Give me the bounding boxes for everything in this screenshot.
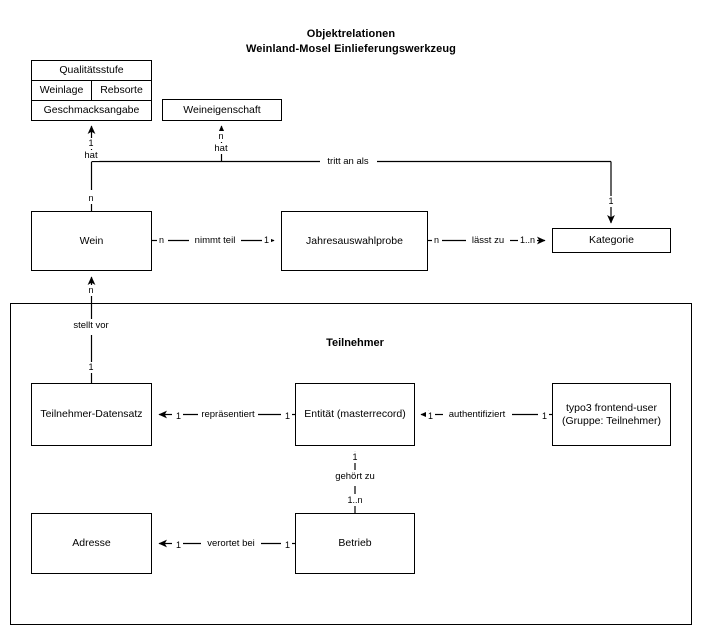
entity-jahresauswahlprobe[interactable]: Jahresauswahlprobe (281, 211, 428, 271)
entity-adresse[interactable]: Adresse (31, 513, 152, 574)
cardinality-authentifiziert-from: 1 (540, 411, 550, 422)
cardinality-repraesentiert-from: 1 (283, 411, 293, 422)
entity-betrieb[interactable]: Betrieb (295, 513, 415, 574)
entity-label: Wein (79, 234, 104, 247)
entity-label: Kategorie (589, 234, 634, 246)
title-line-1: Objektrelationen (306, 28, 396, 40)
cardinality-repraesentiert-to: 1 (174, 411, 184, 422)
entity-label: Rebsorte (100, 84, 143, 96)
relation-label-repraesentiert: repräsentiert (199, 409, 257, 420)
cardinality-gehoert-zu-to: 1 (350, 452, 360, 463)
relation-label-hat-weineigenschaft: hat (212, 143, 230, 154)
entity-label: Jahresauswahlprobe (306, 234, 403, 247)
entity-kategorie[interactable]: Kategorie (552, 228, 671, 253)
entity-wein[interactable]: Wein (31, 211, 152, 271)
cardinality-tritt-an-als-to: 1 (606, 196, 616, 207)
relation-label-gehoert-zu: gehört zu (333, 471, 377, 482)
entity-typo3-frontend-user[interactable]: typo3 frontend-user (Gruppe: Teilnehmer) (552, 383, 671, 446)
cardinality-gehoert-zu-from: 1..n (345, 495, 365, 506)
cardinality-nimmt-teil-to: 1 (262, 235, 272, 246)
entity-entitaet-masterrecord[interactable]: Entität (masterrecord) (295, 383, 415, 446)
entity-geschmacksangabe[interactable]: Geschmacksangabe (31, 100, 152, 121)
entity-label: Weineigenschaft (183, 103, 261, 116)
cardinality-verortet-bei-to: 1 (174, 540, 184, 551)
entity-label: Qualitätsstufe (59, 64, 124, 76)
entity-label: Geschmacksangabe (43, 104, 140, 116)
relation-label-laesst-zu: lässt zu (469, 235, 507, 246)
cardinality-laesst-zu-to: 1..n (518, 235, 538, 246)
title-line-2: Weinland-Mosel Einlieferungswerkzeug (246, 43, 456, 55)
group-teilnehmer-label: Teilnehmer (326, 337, 384, 349)
cardinality-laesst-zu-from: n (432, 235, 442, 246)
group-teilnehmer (10, 303, 692, 625)
entity-label-line-1: typo3 frontend-user (565, 401, 658, 414)
relation-label-hat-qualitaet: hat (82, 150, 100, 161)
cardinality-nimmt-teil-from: n (157, 235, 167, 246)
entity-label-line-2: (Gruppe: Teilnehmer) (561, 414, 662, 427)
cardinality-authentifiziert-to: 1 (426, 411, 436, 422)
diagram-title: Objektrelationen Weinland-Mosel Einliefe… (0, 27, 702, 57)
entity-label: Entität (masterrecord) (304, 408, 406, 420)
relation-label-nimmt-teil: nimmt teil (192, 235, 238, 246)
entity-rebsorte[interactable]: Rebsorte (91, 80, 152, 101)
entity-weineigenschaft[interactable]: Weineigenschaft (162, 99, 282, 121)
entity-teilnehmer-datensatz[interactable]: Teilnehmer-Datensatz (31, 383, 152, 446)
entity-qualitaetsstufe[interactable]: Qualitätsstufe (31, 60, 152, 81)
entity-label: Betrieb (338, 537, 372, 549)
entity-label: Weinlage (39, 84, 84, 96)
cardinality-wein-hat-qualitaet-to: 1 (86, 138, 96, 149)
cardinality-stellt-vor-to: n (86, 285, 96, 296)
cardinality-weineigenschaft-to: n (216, 131, 226, 142)
cardinality-stellt-vor-from: 1 (86, 362, 96, 373)
cardinality-wein-hat-qualitaet-from: n (86, 193, 96, 204)
relation-label-verortet-bei: verortet bei (205, 538, 257, 549)
cardinality-verortet-bei-from: 1 (283, 540, 293, 551)
relation-label-authentifiziert: authentifiziert (446, 409, 508, 420)
entity-label: Teilnehmer-Datensatz (40, 408, 143, 420)
relation-label-tritt-an-als: tritt an als (325, 156, 371, 167)
relation-label-stellt-vor: stellt vor (71, 320, 111, 331)
entity-label: Adresse (72, 537, 111, 549)
entity-weinlage[interactable]: Weinlage (31, 80, 92, 101)
